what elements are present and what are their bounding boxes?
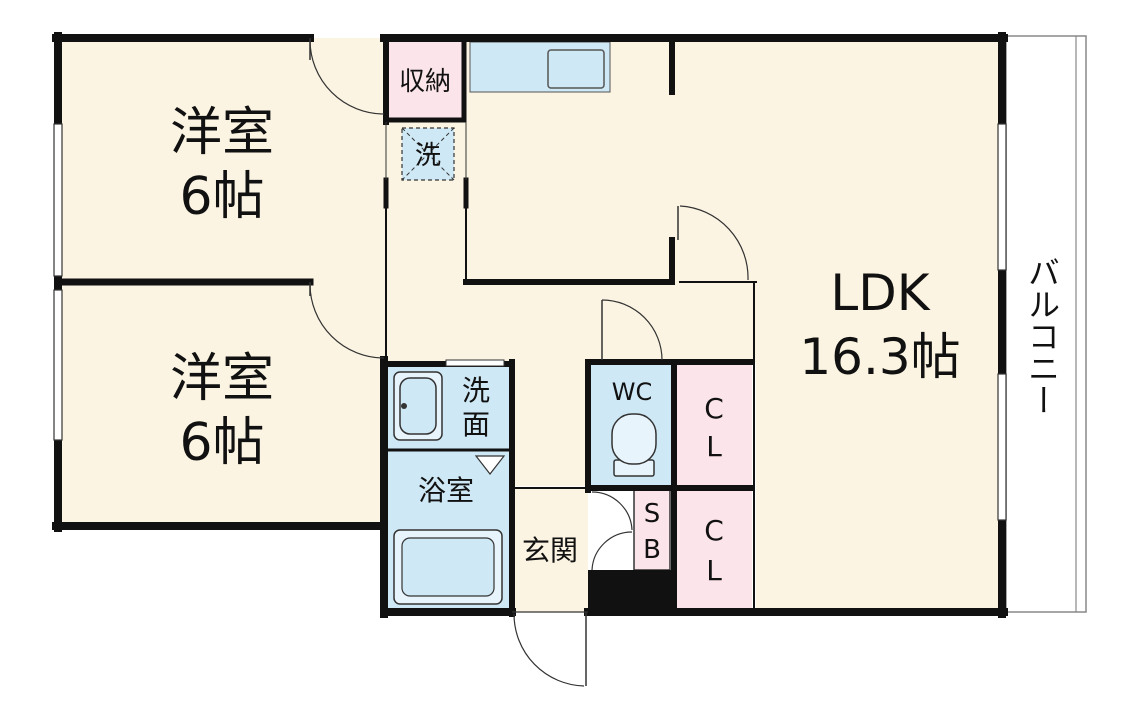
window-ldk-upper [997,123,1007,271]
labels: 洋室 6帖 洋室 6帖 LDK 16.3帖 収納 洗 洗 面 浴室 玄関 WC … [170,67,1061,587]
window-ldk-lower [997,373,1007,521]
balcony-label: バルコニー [1023,256,1061,416]
western-room-2-floor[interactable] [58,282,386,526]
doors [309,38,749,687]
window-room2 [53,289,63,441]
door-room1-arc [309,39,385,115]
entrance-black-block [588,570,674,612]
door-ldk-arc [679,205,749,281]
shoebox-label-1: S [644,499,661,529]
washer-label: 洗 [415,141,441,171]
closet-1-floor[interactable] [674,362,752,488]
ldk-size: 16.3帖 [799,328,960,386]
ldk-floor-lower [756,282,1004,612]
windows [53,123,1007,521]
entrance-floor[interactable] [512,488,588,612]
storage-label: 収納 [399,67,451,97]
washroom-label-1: 洗 [462,374,490,407]
bathtub-inner [401,537,495,597]
entrance-label: 玄関 [522,534,578,567]
room2-name: 洋室 [170,349,274,409]
closet1-label-1: C [704,392,724,425]
balcony-area[interactable] [1005,35,1087,613]
walls [52,32,1008,618]
room1-size: 6帖 [179,167,264,227]
door-wc-arc [601,299,663,361]
wc-label: WC [612,378,653,406]
hall-floor-2 [512,362,586,486]
washer-diag-2 [401,127,455,181]
washbasin-bowl [399,377,437,435]
western-room-1-floor[interactable] [58,38,386,282]
washbasin-drain [401,403,407,409]
room1-name: 洋室 [170,103,274,163]
kitchen-sink [547,49,605,89]
door-entrance-inner-arc [591,491,633,531]
washroom-label-2: 面 [462,408,490,441]
bathroom-vent-mark [474,455,506,475]
shoebox-label-2: B [643,535,661,565]
closet-2-floor[interactable] [674,488,752,612]
bathroom-label: 浴室 [418,474,474,507]
closet2-label-2: L [706,554,722,587]
hall-floor [466,282,756,362]
ldk-name: LDK [830,264,930,322]
toilet-bowl [611,413,657,465]
closet2-label-1: C [704,514,724,547]
window-room1 [53,123,63,277]
fixtures [393,127,674,612]
window-wash-top [445,359,505,367]
front-door-arc [513,613,585,687]
door-entrance-inner-arc-2 [591,531,633,571]
storage-floor[interactable] [386,38,464,118]
closet1-label-2: L [706,430,722,463]
door-room2-arc [309,283,385,359]
room2-size: 6帖 [179,413,264,473]
